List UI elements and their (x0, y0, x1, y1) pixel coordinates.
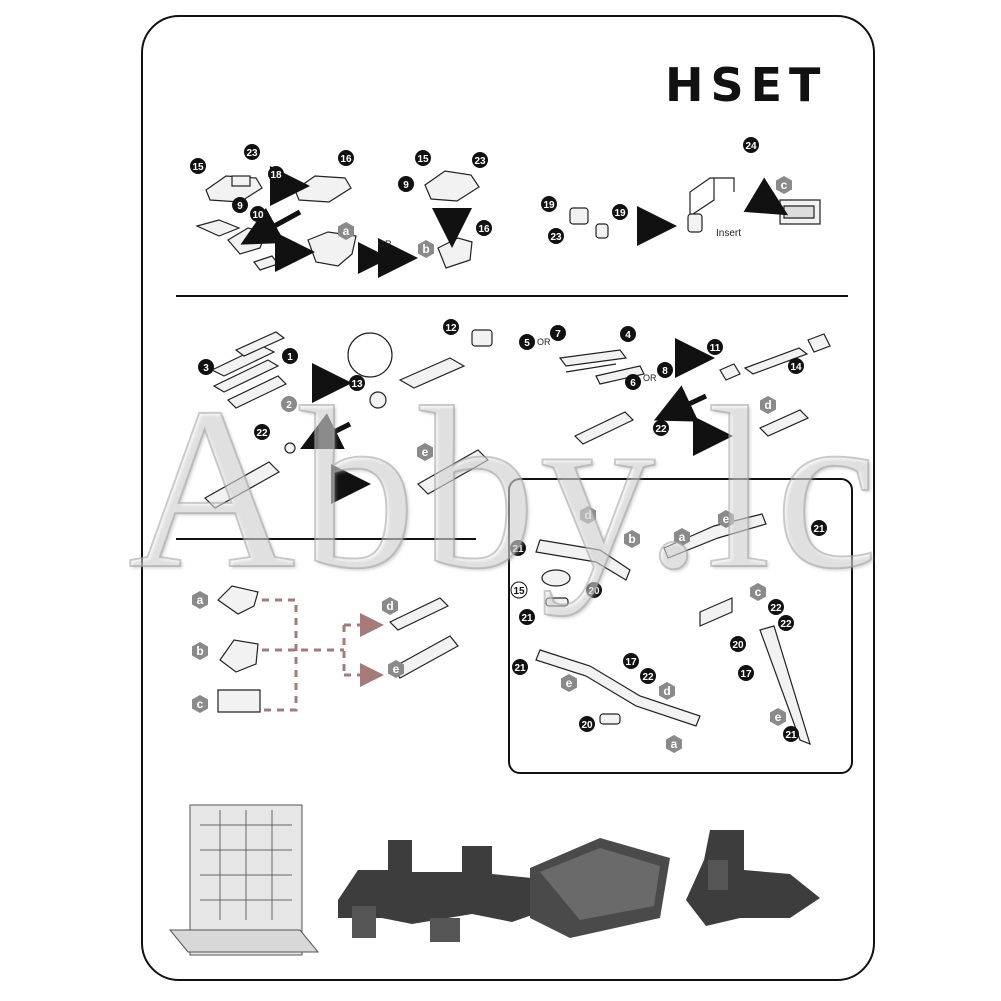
svg-text:15: 15 (417, 154, 429, 165)
svg-text:16: 16 (478, 224, 490, 235)
svg-text:22: 22 (770, 603, 782, 614)
svg-text:21: 21 (813, 524, 825, 535)
svg-text:a: a (343, 224, 350, 238)
svg-text:21: 21 (521, 613, 533, 624)
svg-text:d: d (663, 684, 670, 698)
svg-text:15: 15 (513, 586, 525, 597)
svg-text:11: 11 (710, 343, 721, 354)
svg-text:a: a (679, 530, 686, 544)
svg-text:e: e (393, 662, 400, 676)
svg-text:a: a (197, 593, 204, 607)
svg-text:a: a (671, 737, 678, 751)
svg-text:d: d (386, 599, 393, 613)
svg-text:5: 5 (524, 338, 530, 349)
svg-text:21: 21 (785, 730, 797, 741)
insert-label: Insert (716, 228, 741, 239)
svg-text:c: c (755, 585, 762, 599)
svg-text:d: d (764, 398, 771, 412)
product-photo (530, 838, 670, 938)
dashed-flow-connector (262, 598, 384, 712)
svg-text:18: 18 (270, 170, 282, 181)
svg-text:c: c (781, 178, 788, 192)
svg-text:d: d (584, 508, 591, 522)
part-drawing (204, 329, 831, 509)
product-photo (168, 804, 320, 956)
svg-text:1: 1 (287, 352, 293, 363)
svg-text:b: b (422, 242, 429, 256)
svg-text:OR: OR (643, 373, 657, 383)
svg-text:21: 21 (514, 663, 526, 674)
svg-text:OR: OR (378, 239, 392, 249)
final-assembly-panel (508, 478, 853, 774)
svg-text:b: b (196, 644, 203, 658)
svg-text:14: 14 (790, 362, 802, 373)
product-photo (686, 830, 820, 926)
svg-text:e: e (566, 676, 573, 690)
svg-text:20: 20 (581, 720, 593, 731)
svg-text:22: 22 (780, 619, 792, 630)
svg-text:23: 23 (550, 232, 562, 243)
part-drawing (217, 585, 459, 713)
svg-text:19: 19 (543, 200, 555, 211)
svg-text:10: 10 (252, 210, 264, 221)
svg-text:4: 4 (625, 330, 631, 341)
svg-text:9: 9 (237, 201, 243, 212)
svg-text:8: 8 (662, 366, 668, 377)
svg-text:23: 23 (474, 156, 486, 167)
part-callout-badge (190, 137, 827, 742)
svg-text:17: 17 (625, 657, 637, 668)
svg-text:e: e (775, 710, 782, 724)
svg-text:c: c (197, 697, 204, 711)
svg-text:17: 17 (740, 669, 752, 680)
svg-text:20: 20 (588, 586, 600, 597)
svg-text:13: 13 (351, 379, 363, 390)
part-drawing (535, 513, 811, 746)
svg-text:6: 6 (630, 378, 636, 389)
svg-text:b: b (628, 532, 635, 546)
svg-text:2: 2 (286, 400, 292, 411)
svg-text:16: 16 (340, 154, 352, 165)
step-arrow (300, 338, 733, 504)
svg-text:12: 12 (445, 323, 457, 334)
svg-text:21: 21 (512, 544, 524, 555)
part-drawing (195, 170, 821, 271)
svg-text:20: 20 (732, 640, 744, 651)
svg-text:22: 22 (655, 424, 667, 435)
svg-text:19: 19 (614, 208, 626, 219)
svg-text:e: e (422, 445, 429, 459)
product-photo (338, 840, 552, 942)
svg-text:OR: OR (537, 337, 551, 347)
section-divider-top (176, 295, 848, 297)
assembly-letter-badge (192, 176, 792, 753)
svg-text:15: 15 (192, 162, 204, 173)
svg-text:3: 3 (203, 363, 209, 374)
svg-text:23: 23 (246, 148, 258, 159)
svg-text:9: 9 (403, 180, 409, 191)
svg-text:22: 22 (642, 672, 654, 683)
svg-text:24: 24 (745, 141, 757, 152)
page-title: HSET (665, 58, 828, 112)
section-divider-mid (176, 538, 476, 540)
svg-text:7: 7 (555, 329, 561, 340)
svg-text:22: 22 (256, 428, 268, 439)
svg-text:e: e (723, 512, 730, 526)
